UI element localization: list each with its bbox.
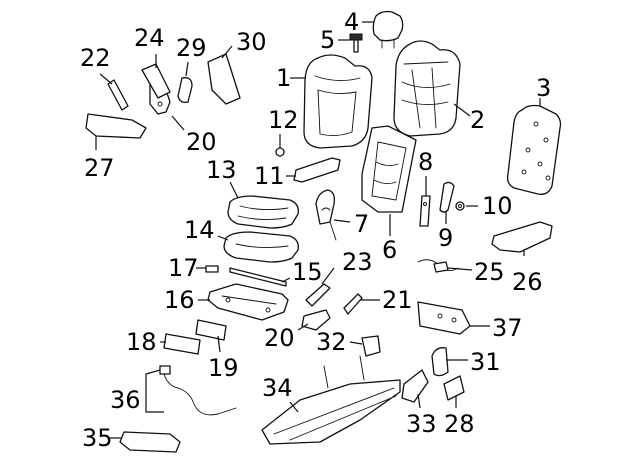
part-10-washer <box>455 201 465 211</box>
part-20-recliner-lever-lower <box>301 309 331 331</box>
callout-16: 16 <box>164 286 195 314</box>
leader-lines <box>95 21 541 439</box>
part-36-cable <box>159 365 237 416</box>
callout-32: 32 <box>316 328 347 356</box>
callout-20b: 20 <box>264 324 295 352</box>
part-29-knob <box>177 77 193 104</box>
callout-22: 22 <box>80 44 111 72</box>
callout-19: 19 <box>208 354 239 382</box>
callout-37: 37 <box>492 314 523 342</box>
part-1-seat-back-cushion <box>303 54 373 149</box>
callout-9: 9 <box>438 224 453 252</box>
callout-24: 24 <box>134 24 165 52</box>
part-12-clip <box>275 147 285 157</box>
part-34-seat-track <box>261 355 401 445</box>
callout-14: 14 <box>184 216 215 244</box>
part-14-cushion-pad <box>223 231 299 263</box>
callout-29: 29 <box>176 34 207 62</box>
part-24-upper-lever <box>141 63 171 99</box>
part-15-rod <box>229 267 287 287</box>
callout-20a: 20 <box>186 128 217 156</box>
part-28-cover <box>443 375 465 401</box>
callout-18: 18 <box>126 328 157 356</box>
callout-21: 21 <box>382 286 413 314</box>
callout-11: 11 <box>254 162 285 190</box>
callout-30: 30 <box>236 28 267 56</box>
part-19-trim <box>195 319 227 341</box>
callout-26: 26 <box>512 268 543 296</box>
part-27-outer-shield <box>85 113 147 139</box>
callout-13: 13 <box>206 156 237 184</box>
part-21-side-trim <box>343 293 363 315</box>
callout-23: 23 <box>342 248 373 276</box>
part-8-bracket <box>419 195 431 227</box>
callout-labels: 1 2 3 4 5 6 7 8 9 10 11 12 13 14 15 16 1… <box>80 8 551 452</box>
part-23-lever <box>305 283 331 307</box>
callout-35: 35 <box>82 424 113 452</box>
callout-5: 5 <box>320 26 335 54</box>
part-5-headrest-guide <box>349 33 363 53</box>
part-11-armrest-trim <box>293 157 341 183</box>
part-32-pivot <box>361 335 381 357</box>
callout-25: 25 <box>474 258 505 286</box>
callout-31: 31 <box>470 348 501 376</box>
part-13-seat-cushion <box>227 195 299 229</box>
callout-15: 15 <box>292 258 323 286</box>
part-7-seatbelt-guide <box>315 189 337 241</box>
part-9-side-trim <box>439 181 455 213</box>
part-26-side-shield <box>491 221 553 253</box>
callout-34: 34 <box>262 374 293 402</box>
callout-27: 27 <box>84 154 115 182</box>
part-2-seat-back-cover <box>393 40 461 137</box>
part-31-cover <box>431 347 449 377</box>
callout-1: 1 <box>276 64 291 92</box>
part-6-seat-back-frame <box>361 125 417 213</box>
part-17-small-clip <box>205 265 219 273</box>
callout-2: 2 <box>470 106 485 134</box>
part-25-wire-harness <box>417 259 459 273</box>
callout-12: 12 <box>268 106 299 134</box>
part-37-side-bracket <box>417 301 471 335</box>
callout-17: 17 <box>168 254 199 282</box>
part-22-handle <box>107 79 129 111</box>
callout-6: 6 <box>382 236 397 264</box>
callout-3: 3 <box>536 74 551 102</box>
callout-33: 33 <box>406 410 437 438</box>
callout-28: 28 <box>444 410 475 438</box>
part-18-cover-plate <box>163 333 201 355</box>
callout-4: 4 <box>344 8 359 36</box>
callout-10: 10 <box>482 192 513 220</box>
part-3-rear-back-panel <box>506 104 562 195</box>
part-4-headrest <box>372 10 404 49</box>
callout-7: 7 <box>354 210 369 238</box>
callout-36: 36 <box>110 386 141 414</box>
callout-8: 8 <box>418 148 433 176</box>
part-16-seat-pan-frame <box>207 283 289 321</box>
part-33-lower-trim <box>401 369 429 403</box>
part-35-foot-cover <box>119 431 181 453</box>
part-30-upper-trim <box>207 53 241 105</box>
